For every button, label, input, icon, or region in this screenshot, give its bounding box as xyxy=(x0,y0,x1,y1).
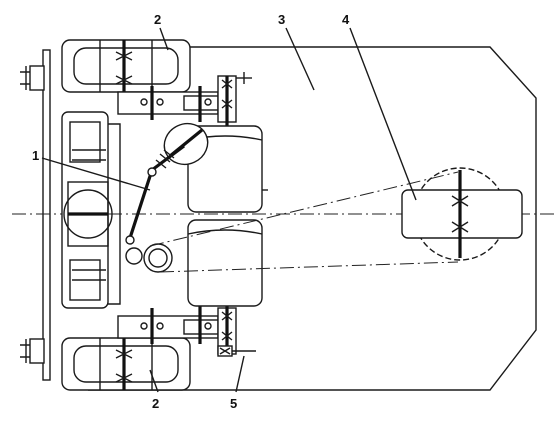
leader-1 xyxy=(41,157,151,191)
leader-4 xyxy=(349,27,417,201)
leader-2-bottom xyxy=(149,369,159,393)
front-axle-linkage xyxy=(61,111,121,309)
label-5: 5 xyxy=(230,396,237,411)
frame-mount-bottom xyxy=(29,338,45,364)
leader-3 xyxy=(285,27,315,91)
label-2-bottom: 2 xyxy=(152,396,159,411)
label-2-top: 2 xyxy=(154,12,161,27)
wheel-top xyxy=(61,39,191,96)
label-1: 1 xyxy=(32,148,39,163)
front-frame-plate xyxy=(42,49,51,381)
lower-final-drive xyxy=(117,304,256,357)
wheel-bottom xyxy=(61,334,191,391)
belt-lower xyxy=(159,261,459,273)
lower-cylinder xyxy=(187,219,263,307)
leader-5 xyxy=(235,355,245,393)
frame-mount-top xyxy=(29,65,45,91)
leader-2-top xyxy=(159,27,169,51)
steering-column xyxy=(125,144,185,265)
upper-final-drive xyxy=(117,72,252,126)
rear-drive-unit xyxy=(401,167,523,261)
label-3: 3 xyxy=(278,12,285,27)
drive-pulley xyxy=(143,243,173,273)
belt-upper xyxy=(149,171,459,247)
label-4: 4 xyxy=(342,12,350,27)
